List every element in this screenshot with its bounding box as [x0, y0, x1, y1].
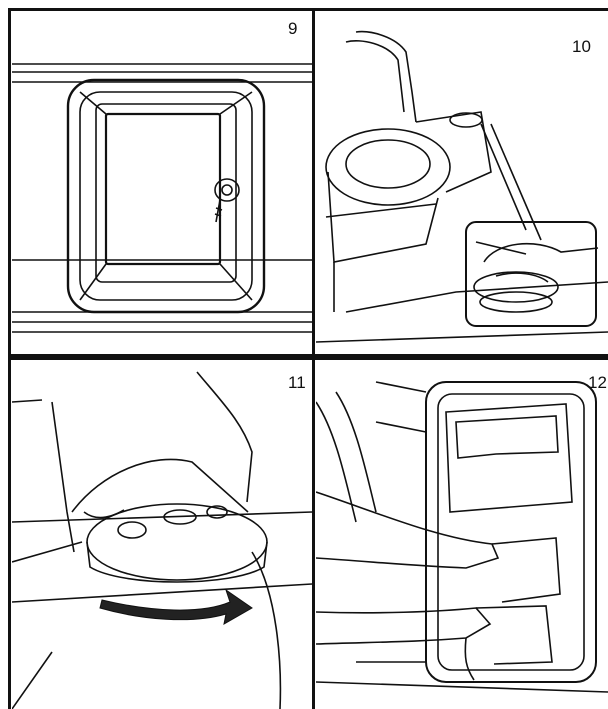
hands-remove-tank-icon — [316, 362, 608, 709]
frame-top — [8, 8, 608, 11]
step-panel-9: 9 — [12, 12, 312, 352]
step-panel-10: 10 — [316, 12, 608, 352]
toilet-tank-cap-icon — [316, 12, 608, 352]
step-number: 11 — [288, 374, 306, 391]
step-panel-12: 12 — [316, 362, 608, 709]
step-panel-11: 11 — [12, 362, 312, 709]
step-number: 9 — [288, 20, 297, 37]
frame-middle-horizontal — [8, 354, 608, 360]
step-number: 12 — [588, 374, 607, 391]
hand-rotate-cap-icon — [12, 362, 312, 709]
step-number: 10 — [572, 38, 591, 55]
service-door-icon — [12, 12, 312, 352]
